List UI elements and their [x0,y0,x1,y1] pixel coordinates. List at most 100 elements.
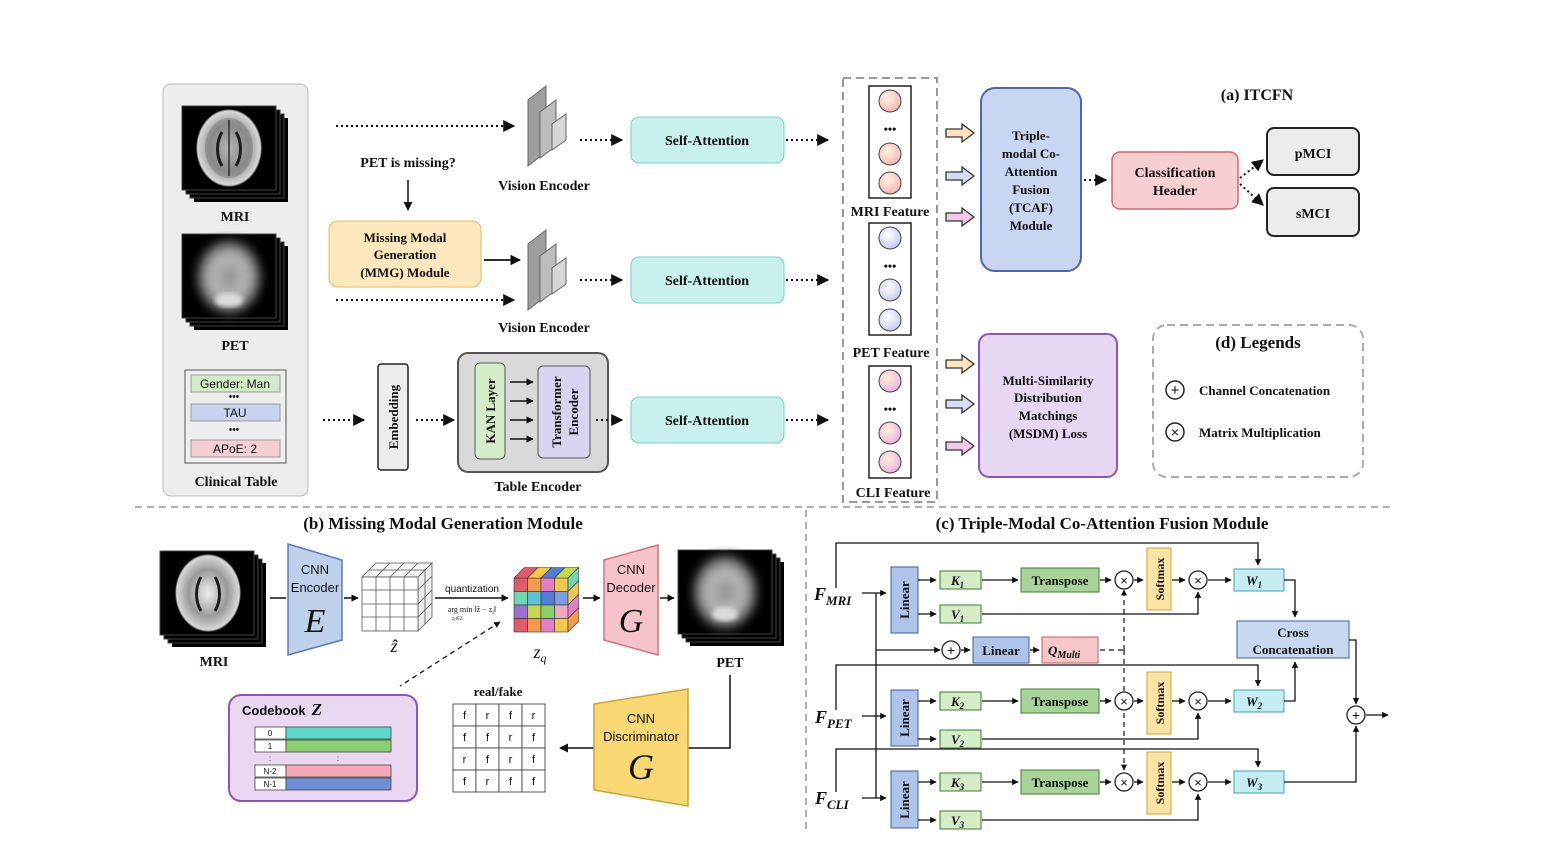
f-mri-label: FMRI [813,584,852,608]
tcaf-line-1: Triple- [1012,128,1050,143]
kan-layer [474,362,506,460]
self-attention-3-label: Self-Attention [665,414,749,429]
rf-cell-label: f [532,754,536,766]
self-attention-1 [630,116,785,164]
w2-label: W2 [1246,694,1263,711]
msdm-line-1: Multi-Similarity [1003,373,1094,388]
concat-legend-symbol: + [1171,382,1180,399]
w1-label: W1 [1246,573,1262,590]
pet-feature-column: ••• [868,222,912,336]
quantization-label: quantization [445,584,499,595]
linear-mri-label: Linear [897,581,912,619]
msdm-line-2: Distribution [1014,390,1083,405]
panel-b-title: (b) Missing Modal Generation Module [303,514,583,533]
concat-legend-icon [1165,380,1185,400]
concat-legend-label: Channel Concatenation [1199,383,1331,398]
panel-b: (b) Missing Modal Generation Module MRI … [159,514,784,807]
self-attention-2-label: Self-Attention [665,274,749,289]
rf-cell-label: f [532,776,536,788]
cli-feature-column: ••• [868,365,912,479]
legend-title: (d) Legends [1215,333,1301,352]
zq-cell [527,591,542,606]
mri-label: MRI [221,210,250,225]
v3-box [939,810,982,830]
mmg-pet-image [677,549,784,646]
v3-label: V3 [951,813,965,830]
rf-cell-label: r [463,754,467,766]
codebook-index-n1: N-1 [264,780,277,789]
table-encoder-label: Table Encoder [495,480,582,495]
mri-feature-column: ••• [868,85,912,199]
codebook-index-0: 0 [268,729,273,738]
transformer-encoder-line-1: Transformer [549,376,564,447]
z-hat-label: ẑ [389,636,398,656]
mmg-mri-image [159,550,266,647]
codebook-index-1: 1 [268,742,273,751]
cnn-discriminator-symbol: G [628,747,654,787]
linear-cli [890,770,919,829]
codebook-index-colon: : [269,754,271,763]
matmul-op-2b [1188,691,1208,711]
mmg-line-1: Missing Modal [364,230,447,245]
rf-cell-label: f [486,732,490,744]
cnn-discriminator-line-1: CNN [627,711,655,726]
f-pet-label: FPET [814,707,853,731]
rf-cell-label: f [463,710,467,722]
linear-multi-label: Linear [982,643,1020,658]
q-multi [1041,636,1099,664]
transpose-3 [1020,769,1100,795]
cnn-decoder-line-2: Decoder [606,580,656,595]
pet-feature-token [878,278,902,302]
smci-output [1266,187,1360,237]
matmul-op-3a-symbol: × [1120,775,1128,790]
zq-cell [554,618,569,633]
v2-label: V2 [951,732,965,749]
cnn-discriminator-line-2: Discriminator [603,729,680,744]
tcaf-line-2: modal Co- [1002,146,1060,161]
softmax-2-label: Softmax [1153,682,1167,725]
zq-cell [554,591,569,606]
rf-cell-label: f [509,776,513,788]
k1-label: K1 [950,573,964,590]
k1-box [939,570,982,590]
feature-to-tcaf-arrows [945,122,976,228]
pet-feature-token [878,308,902,332]
self-attention-2 [630,256,785,304]
k3-label: K3 [950,775,965,792]
classification-header [1111,151,1239,210]
codebook-rows [254,726,392,791]
linear-mri [890,566,919,634]
cnn-decoder-line-1: CNN [617,562,645,577]
matmul-legend-label: Matrix Multiplication [1199,425,1321,440]
concat-op-symbol: + [947,642,955,658]
clinical-label: Clinical Table [195,475,278,490]
classification-line-2: Header [1153,184,1197,199]
rf-cell-label: r [532,710,536,722]
matmul-op-2a-symbol: × [1120,694,1128,709]
rf-cell-label: f [532,732,536,744]
clinical-row-tau: TAU [223,406,246,420]
softmax-1 [1146,547,1172,611]
pet-feature-token [878,226,902,250]
cli-feature-token [878,450,902,474]
matmul-op-3a [1114,772,1134,792]
mmg-pet-label: PET [716,656,744,671]
q-multi-label: QMulti [1048,643,1080,661]
zq-cell [554,577,569,592]
panel-a-title: (a) ITCFN [1221,87,1294,104]
zq-cell [567,607,579,633]
features-container [842,77,938,503]
clinical-dots-1: ••• [229,392,240,403]
mri-feature-token [878,171,902,195]
zq-cell [540,591,555,606]
matmul-op-1b-symbol: × [1194,573,1202,588]
clinical-row-gender: Gender: Man [200,377,270,391]
f-cli-label: FCLI [814,788,850,812]
argmin-under: zi∈Z [452,616,463,622]
zq-cell [513,591,528,606]
rf-cell [521,769,546,793]
transpose-3-label: Transpose [1032,775,1089,790]
cnn-encoder-symbol: E [304,603,326,640]
